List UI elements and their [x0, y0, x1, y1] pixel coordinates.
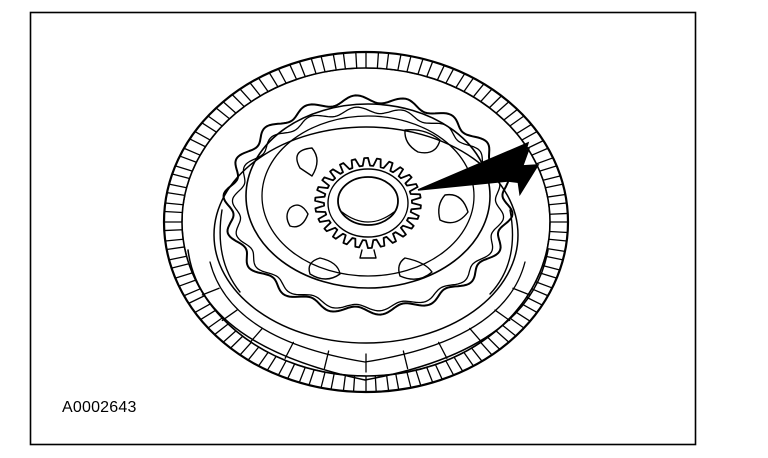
housing-rib: [284, 341, 295, 360]
outer-spline-tooth: [352, 375, 367, 393]
housing-rib: [437, 341, 448, 360]
outer-spline-tooth: [546, 238, 568, 253]
housing-rib: [402, 350, 409, 370]
outer-spline-tooth: [168, 173, 191, 189]
wave-spring-ring-inner: [231, 106, 505, 312]
outer-spline-tooth: [308, 369, 326, 389]
outer-spline-tooth: [163, 229, 184, 242]
outer-spline-tooth: [207, 107, 231, 127]
hub-top-flange: [245, 103, 491, 289]
lower-housing-band: [187, 249, 549, 381]
outer-spline-tooth: [385, 52, 402, 71]
lower-housing-band-inner: [209, 261, 526, 363]
center-bore: [337, 176, 399, 226]
lightening-holes: [286, 129, 469, 280]
housing-rib: [494, 309, 511, 322]
wave-spring-ring: [222, 94, 514, 316]
bore-shadow: [341, 211, 395, 223]
hub-top-flange-inner: [261, 115, 475, 277]
outer-spline-tooth: [183, 138, 207, 156]
housing-rib: [249, 327, 263, 343]
housing-rib: [469, 327, 483, 343]
outer-spline-tooth: [277, 63, 298, 84]
outer-spline-tooth: [163, 210, 183, 223]
outer-spline-tooth: [548, 202, 569, 215]
outer-spline-teeth: [163, 51, 569, 393]
hub-shoulder: [213, 126, 519, 344]
outer-spline-tooth: [453, 351, 475, 372]
housing-rib: [221, 309, 238, 322]
outer-spline-tooth: [229, 335, 252, 356]
locating-tab: [359, 249, 377, 259]
lower-housing-ribs: [201, 287, 531, 373]
outer-spline-tooth: [509, 115, 533, 135]
outer-spline-tooth: [298, 57, 317, 78]
outer-spline-tooth: [426, 60, 445, 81]
outer-spline-tooth: [415, 366, 434, 387]
outer-spline-tooth: [374, 374, 390, 393]
outer-spline-tooth: [342, 51, 358, 70]
outer-spline-tooth: [549, 221, 569, 234]
outer-spline-tooth: [330, 373, 347, 392]
outer-spline-tooth: [287, 363, 306, 384]
outer-spline-tooth: [514, 303, 538, 322]
outer-spline-tooth: [480, 88, 503, 109]
housing-rib: [512, 287, 531, 296]
outer-spline-tooth: [320, 53, 337, 73]
outer-spline-tooth: [406, 55, 424, 75]
outer-spline-tooth: [164, 191, 186, 206]
hub-side-right: [489, 209, 514, 295]
outer-spline-tooth: [534, 272, 558, 289]
outer-spline-tooth: [166, 246, 188, 261]
arrow-pointer-tail: [462, 148, 530, 184]
figure-id-label: A0002643: [62, 399, 137, 416]
outer-spline-tooth: [544, 183, 566, 198]
clutch-drum-drawing: [162, 50, 570, 394]
housing-rib: [201, 287, 220, 296]
outer-spline-tooth: [239, 82, 262, 103]
outer-spline-tooth: [531, 147, 554, 165]
outer-spline-tooth: [170, 263, 193, 279]
outer-spline-tooth: [445, 68, 466, 89]
outer-spline-tooth: [495, 101, 519, 121]
hub-side-left: [219, 209, 241, 293]
outer-spline-tooth: [194, 122, 218, 141]
outer-spline-tooth: [463, 77, 485, 98]
outer-spline-tooth: [247, 346, 269, 367]
outer-spline-tooth: [199, 309, 223, 329]
outer-spline-tooth: [222, 93, 245, 114]
outer-spline-tooth: [365, 51, 380, 69]
outer-spline-tooth: [470, 341, 493, 362]
inner-spline-gear: [314, 157, 422, 249]
outer-spline-tooth: [539, 165, 562, 181]
outer-spline-tooth: [434, 360, 455, 381]
outer-spline-tooth: [525, 288, 549, 306]
outer-spline-tooth: [395, 371, 412, 391]
gear-root-circle: [327, 168, 409, 238]
outer-spline-tooth: [213, 323, 237, 343]
outer-spline-tooth: [266, 355, 287, 376]
outer-spline-tooth: [174, 155, 198, 172]
outer-spline-tooth: [501, 317, 525, 337]
outer-spline-tooth: [257, 72, 279, 93]
housing-rib: [323, 350, 330, 370]
outer-spline-tooth: [541, 255, 564, 271]
figure-frame: [29, 11, 697, 446]
